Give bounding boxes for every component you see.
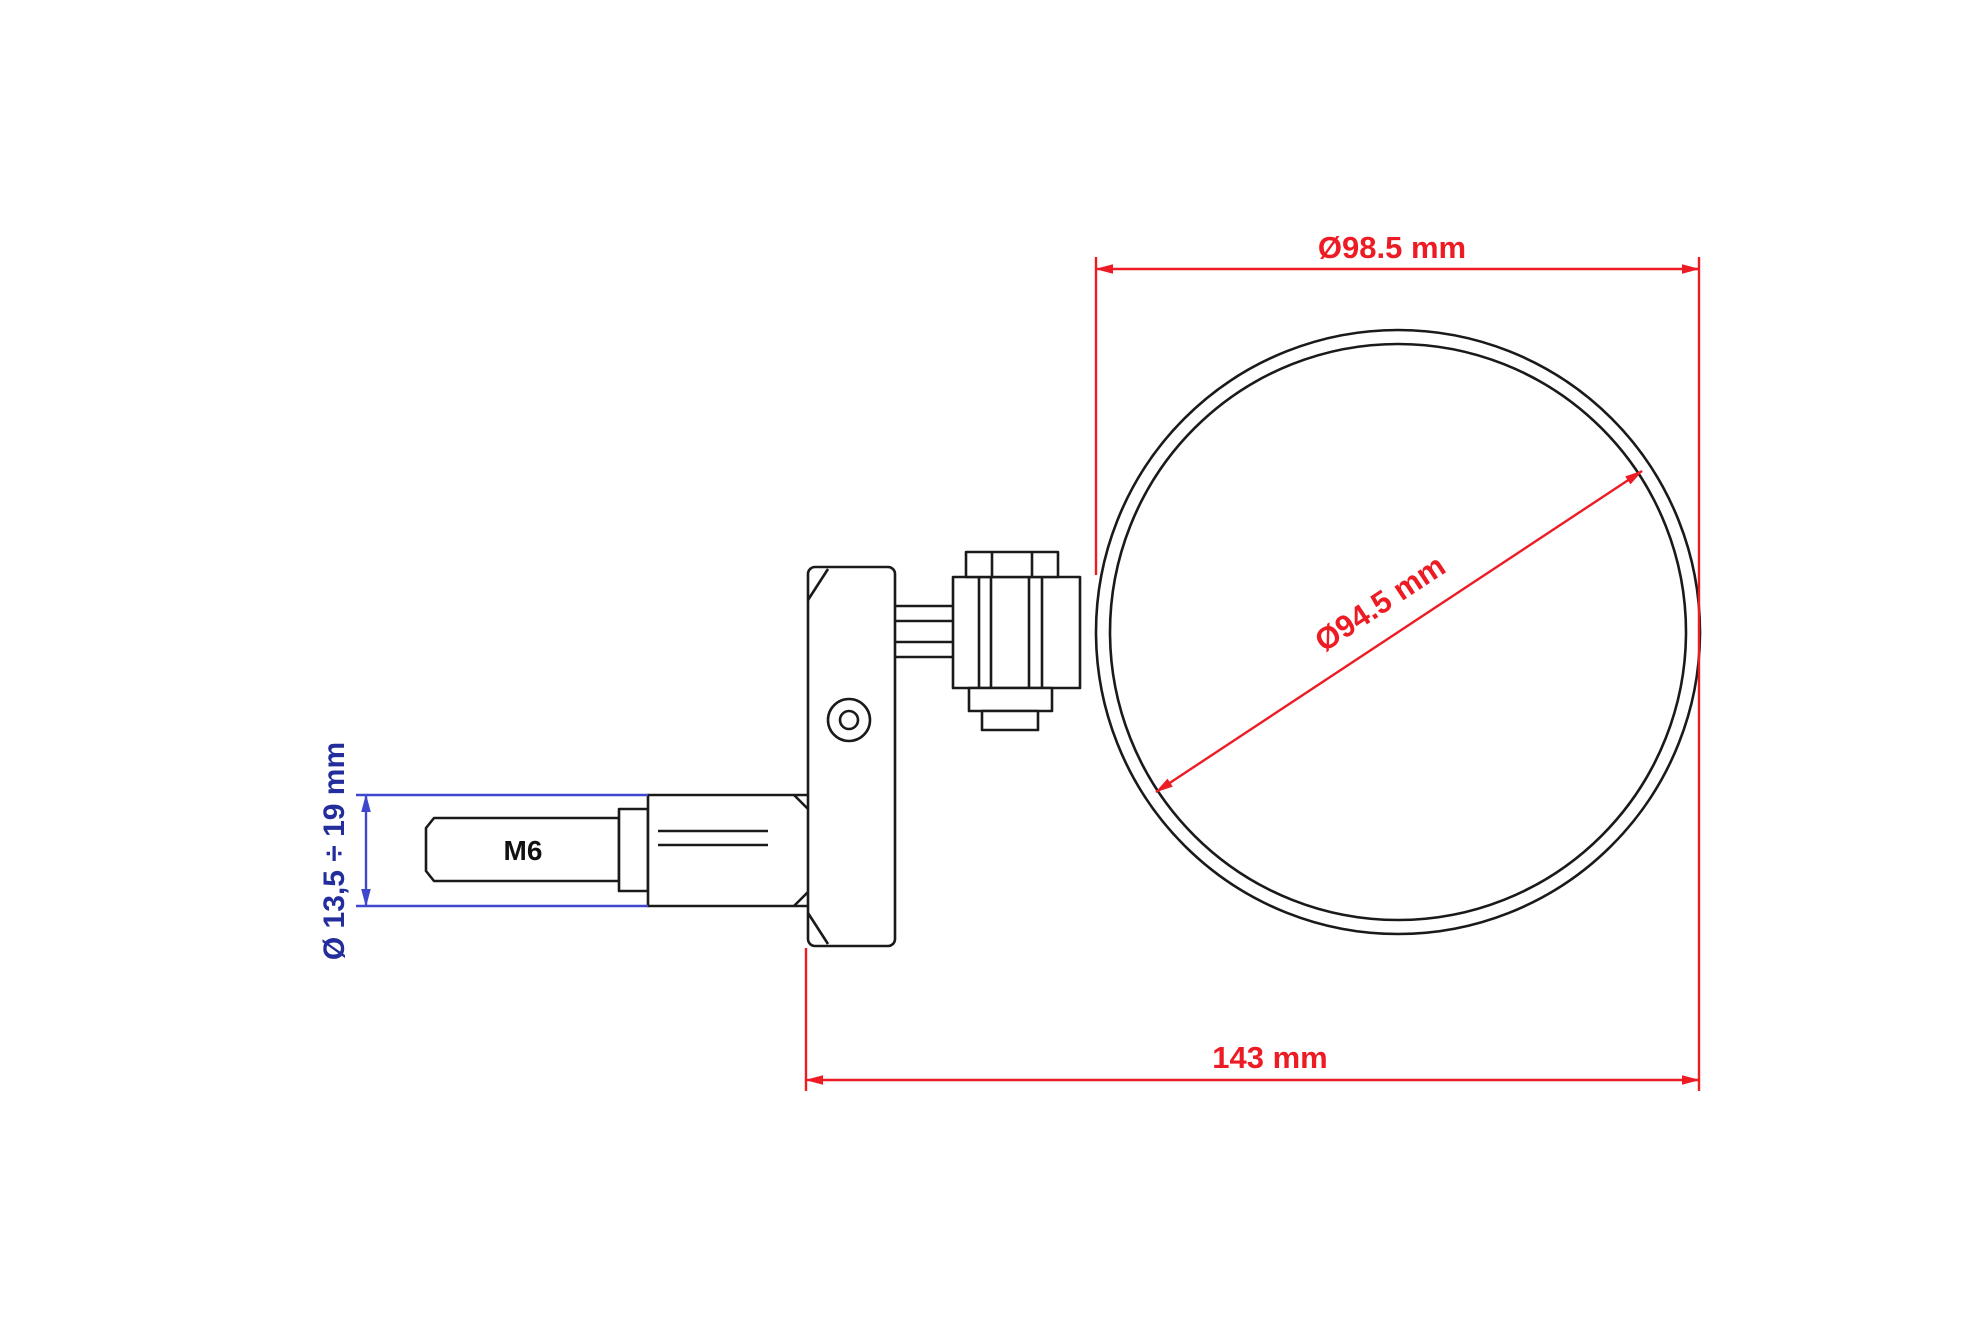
pivot-screw-socket [838, 709, 860, 731]
thread-label: M6 [504, 835, 543, 866]
hinge-bolt-head [964, 550, 1060, 579]
clamp-body-chamfer-bottom [806, 912, 830, 945]
expander-diameter-label: Ø 13,5 ÷ 19 mm [318, 742, 351, 960]
hinge-nut [967, 686, 1054, 713]
mirror-glass-inner-circle [1108, 342, 1688, 922]
washer [617, 807, 650, 893]
hinge-nut-collar [980, 709, 1040, 732]
clamp-body [806, 565, 897, 948]
hinge-clevis-block [951, 575, 1082, 690]
blue-dimension: Ø 13,5 ÷ 19 mm [318, 742, 648, 960]
outer-diameter-label: Ø98.5 mm [1318, 230, 1466, 265]
expander-sleeve [646, 793, 813, 908]
dimension-line-glass-diameter [1155, 469, 1643, 794]
pivot-screw-head [826, 697, 872, 743]
mounting-assembly: M6 [424, 550, 1082, 948]
clamp-body-chamfer-top [806, 568, 830, 601]
overall-length-label: 143 mm [1212, 1040, 1327, 1075]
